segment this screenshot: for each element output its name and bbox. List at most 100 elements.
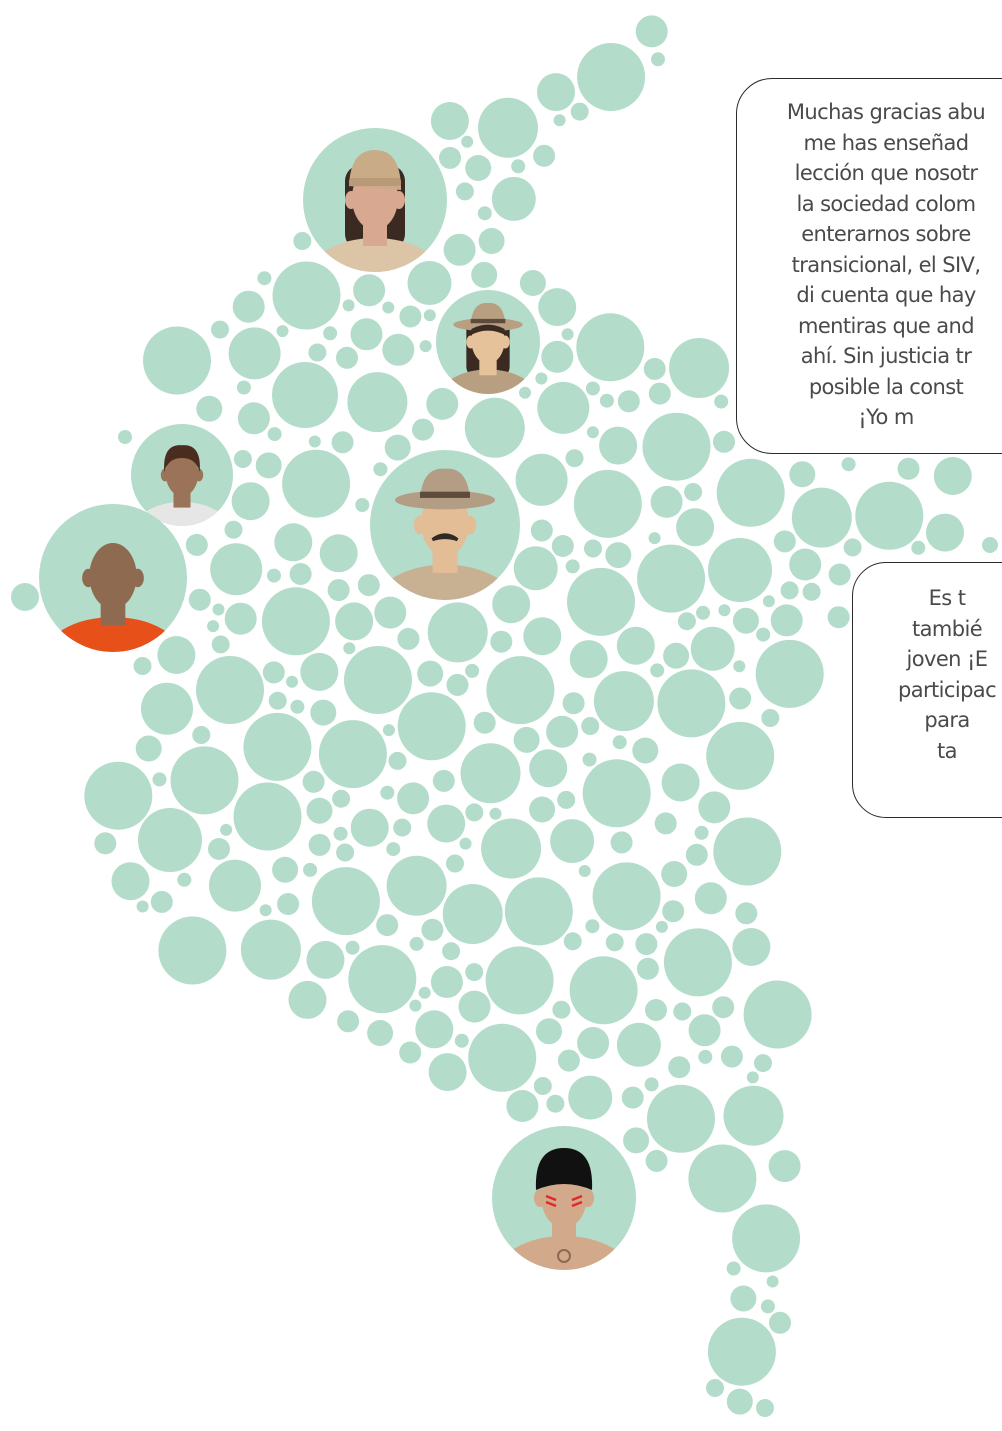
map-bubble — [382, 333, 415, 366]
map-bubble — [427, 804, 466, 843]
avatars — [39, 128, 636, 1270]
map-bubble — [506, 1090, 539, 1122]
map-bubble — [635, 933, 658, 956]
map-bubble — [373, 462, 388, 477]
map-bubble — [573, 469, 642, 538]
map-bubble — [529, 749, 568, 788]
map-bubble — [726, 1388, 753, 1415]
map-bubble — [855, 481, 924, 550]
map-bubble — [428, 1053, 467, 1092]
map-bubble — [303, 862, 318, 877]
map-bubble — [557, 1049, 580, 1072]
map-bubble — [432, 769, 455, 792]
map-bubble — [982, 537, 998, 553]
map-bubble — [192, 726, 211, 744]
map-bubble — [152, 772, 167, 787]
speech-line: lección que nosotr — [794, 161, 978, 185]
map-bubble — [535, 372, 548, 385]
map-bubble — [530, 519, 553, 542]
speech-line: Es t — [928, 586, 966, 610]
map-bubble — [311, 867, 380, 936]
map-bubble — [732, 1204, 801, 1273]
map-bubble — [143, 326, 211, 395]
map-bubble — [272, 362, 338, 428]
map-bubble — [336, 346, 358, 369]
map-bubble — [713, 817, 782, 886]
map-bubble — [654, 812, 677, 835]
map-bubble — [707, 1317, 776, 1386]
map-bubble — [492, 585, 531, 624]
map-bubble — [209, 859, 261, 912]
avatar-shirt — [133, 501, 231, 526]
map-bubble — [661, 861, 688, 887]
map-bubble — [196, 395, 223, 422]
map-bubble — [789, 548, 822, 581]
map-bubble — [562, 692, 585, 715]
map-bubble — [546, 715, 579, 748]
map-bubble — [726, 1261, 741, 1276]
map-bubble — [720, 1045, 743, 1068]
map-bubble — [196, 656, 264, 724]
map-bubble — [565, 559, 580, 574]
map-bubble — [841, 457, 856, 472]
speech-line: tambié — [911, 616, 983, 641]
map-bubble — [582, 752, 597, 767]
map-bubble — [427, 602, 488, 663]
map-bubble — [537, 73, 575, 112]
map-bubble — [655, 920, 668, 933]
map-bubble — [519, 386, 531, 399]
map-bubble — [465, 663, 480, 678]
map-bubble — [443, 233, 476, 266]
map-bubble — [708, 538, 772, 602]
map-bubble — [511, 159, 526, 174]
map-bubble — [677, 612, 696, 631]
map-bubble — [696, 605, 710, 620]
map-bubble — [442, 884, 503, 944]
map-bubble — [300, 652, 339, 691]
map-bubble — [337, 1010, 360, 1033]
map-bubble — [491, 176, 536, 221]
map-bubble — [350, 318, 383, 351]
map-bubble — [569, 640, 608, 679]
map-bubble — [399, 1041, 422, 1064]
map-bubble — [669, 338, 730, 398]
map-bubble — [569, 956, 638, 1025]
map-bubble — [926, 513, 964, 552]
map-bubble — [612, 735, 627, 750]
map-bubble — [332, 789, 351, 808]
map-bubble — [706, 1379, 724, 1397]
map-bubble — [599, 393, 614, 408]
map-bubble — [593, 671, 654, 732]
map-bubble — [336, 843, 355, 862]
map-bubble — [407, 261, 452, 305]
map-bubble — [643, 357, 666, 380]
map-bubble — [565, 449, 584, 468]
map-bubble — [347, 372, 408, 433]
map-bubble — [688, 1014, 721, 1047]
map-bubble — [290, 699, 305, 714]
map-bubble — [442, 942, 461, 961]
map-bubble — [644, 1077, 659, 1092]
map-bubble — [582, 759, 651, 828]
map-bubble — [623, 1127, 650, 1154]
map-bubble — [490, 630, 513, 653]
speech-line: ta — [937, 738, 958, 763]
map-bubble — [769, 1311, 791, 1334]
speech-line: joven ¡E — [906, 647, 989, 671]
avatar-shirt — [374, 564, 516, 600]
map-bubble — [553, 114, 566, 127]
map-bubble — [843, 538, 862, 557]
map-bubble — [458, 990, 491, 1023]
map-bubble — [897, 457, 920, 480]
speech-line: mentiras que and — [797, 313, 975, 338]
map-bubble — [706, 721, 775, 790]
map-bubble — [533, 1077, 552, 1095]
map-bubble — [473, 711, 496, 734]
map-bubble — [538, 288, 577, 327]
mustache-icon — [431, 533, 459, 542]
map-bubble — [274, 523, 313, 562]
map-bubble — [343, 642, 356, 655]
map-bubble — [732, 607, 759, 634]
speech-line: transicional, el SIV, — [791, 252, 981, 277]
map-bubble — [388, 751, 407, 770]
